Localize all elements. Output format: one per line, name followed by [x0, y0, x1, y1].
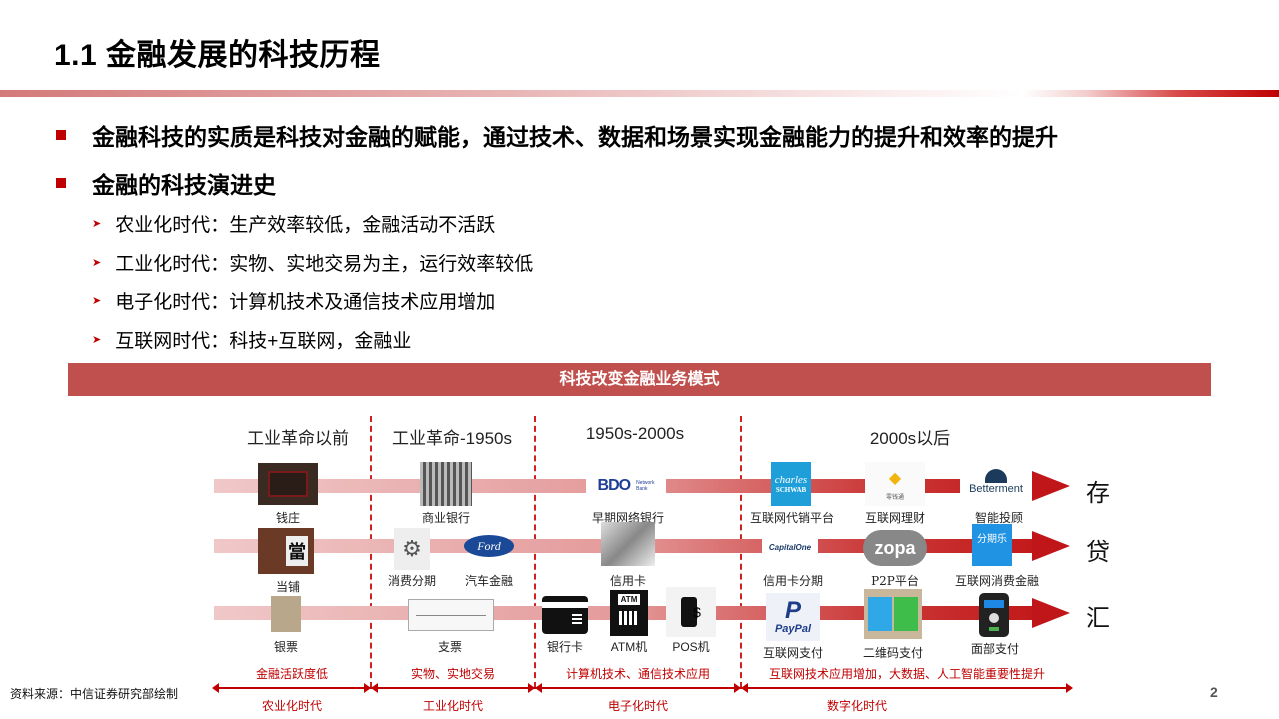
caption-qr-payment: 二维码支付: [862, 646, 923, 660]
commercial-bank-photo: [420, 462, 472, 506]
bank-card-icon: [542, 596, 588, 634]
zopa-logo: zopa: [863, 530, 927, 566]
title-divider: [0, 90, 1279, 97]
capital-one-logo: CapitalOne: [762, 538, 818, 556]
bullet-fintech-essence: 金融科技的实质是科技对金融的赋能，通过技术、数据和场景实现金融能力的提升和效率的…: [56, 118, 1058, 152]
diamond-icon: ◆: [888, 469, 902, 487]
arrow-left-icon: [371, 683, 378, 693]
characteristic-agricultural: 金融活跃度低: [255, 667, 328, 681]
arrow-right-icon: [734, 683, 741, 693]
square-bullet-icon: [56, 130, 66, 140]
arrow-right-icon: [1066, 683, 1073, 693]
arrow-bullet-icon: ➤: [92, 295, 102, 307]
period-after-2000s: 2000s以后: [869, 429, 951, 448]
sewing-machine-photo: ⚙: [394, 528, 430, 570]
row-label-loan: 贷: [1086, 539, 1110, 566]
bullet-text: 金融科技的实质是科技对金融的赋能，通过技术、数据和场景实现金融能力的提升和效率的…: [92, 124, 1058, 150]
silver-note-photo: [271, 596, 301, 632]
pawnshop-photo: 當: [258, 528, 314, 574]
caption-online-wealth-mgmt: 互联网理财: [864, 511, 925, 525]
page-number: 2: [1210, 684, 1218, 700]
period-industrial-1950s: 工业革命-1950s: [392, 429, 512, 448]
row-label-deposit: 存: [1086, 480, 1110, 507]
characteristic-digital: 互联网技术应用增加，大数据、人工智能重要性提升: [768, 667, 1045, 681]
caption-auto-finance: 汽车金融: [464, 574, 513, 588]
arrow-right-icon: [1032, 598, 1070, 628]
sub-bullet-internet: ➤ 互联网时代：科技+互联网，金融业: [92, 326, 411, 353]
arrow-right-icon: [528, 683, 535, 693]
caption-cheque: 支票: [437, 640, 462, 654]
arrow-left-icon: [212, 683, 219, 693]
qr-code-stand-photo: [864, 589, 922, 639]
caption-consumer-installment: 消费分期: [387, 574, 436, 588]
arrow-left-icon: [741, 683, 748, 693]
paypal-logo: P PayPal: [766, 593, 820, 641]
bullet-tech-history: 金融的科技演进史: [56, 166, 276, 200]
period-1950s-2000s: 1950s-2000s: [585, 424, 685, 443]
ford-logo: Ford: [464, 535, 514, 557]
arrow-right-icon: [1032, 471, 1070, 501]
caption-robo-advisor: 智能投顾: [974, 511, 1023, 525]
caption-pos: POS机: [672, 640, 710, 654]
arrow-right-icon: [1032, 531, 1070, 561]
caption-credit-card: 信用卡: [609, 574, 646, 588]
row-label-remittance: 汇: [1086, 605, 1110, 632]
characteristic-electronic: 计算机技术、通信技术应用: [565, 667, 710, 681]
square-bullet-icon: [56, 178, 66, 188]
page-title: 1.1 金融发展的科技历程: [54, 39, 381, 72]
sub-bullet-text: 农业化时代：生产效率较低，金融活动不活跃: [115, 215, 496, 236]
caption-online-payment: 互联网支付: [762, 646, 823, 660]
caption-credit-card-installment: 信用卡分期: [762, 574, 823, 588]
sub-bullet-agricultural: ➤ 农业化时代：生产效率较低，金融活动不活跃: [92, 210, 495, 237]
cheque-photo: [408, 599, 494, 631]
figure-banner: 科技改变金融业务模式: [68, 363, 1211, 396]
era-agricultural: 农业化时代: [261, 699, 322, 713]
arrow-bullet-icon: ➤: [92, 218, 102, 230]
era-electronic: 电子化时代: [607, 699, 668, 713]
caption-face-payment: 面部支付: [970, 642, 1019, 656]
sub-bullet-text: 互联网时代：科技+互联网，金融业: [115, 331, 412, 352]
caption-bank-card: 银行卡: [546, 640, 583, 654]
sub-bullet-electronic: ➤ 电子化时代：计算机技术及通信技术应用增加: [92, 287, 495, 314]
caption-commercial-bank: 商业银行: [421, 511, 470, 525]
era-digital: 数字化时代: [826, 699, 887, 713]
caption-silver-note: 银票: [273, 640, 298, 654]
bullet-text: 金融的科技演进史: [92, 172, 276, 198]
sub-bullet-text: 电子化时代：计算机技术及通信技术应用增加: [115, 292, 496, 313]
arrow-bullet-icon: ➤: [92, 334, 102, 346]
betterment-logo: Betterment: [960, 462, 1032, 502]
atm-icon: ATM: [610, 590, 648, 636]
caption-early-online-bank: 早期网络银行: [591, 511, 664, 525]
credit-card-photo: [601, 522, 655, 566]
sub-bullet-industrial: ➤ 工业化时代：实物、实地交易为主，运行效率较低: [92, 249, 533, 276]
characteristic-industrial: 实物、实地交易: [410, 667, 495, 681]
arrow-bullet-icon: ➤: [92, 257, 102, 269]
arrow-right-icon: [364, 683, 371, 693]
era-axis-line: [216, 687, 1068, 689]
caption-pawnshop: 当铺: [275, 580, 300, 594]
caption-p2p-platform: P2P平台: [871, 574, 919, 588]
gauge-icon: [985, 469, 1007, 483]
qianzhuang-photo: [258, 463, 318, 505]
lingqiantong-logo: ◆ 零钱通: [865, 462, 925, 506]
sub-bullet-text: 工业化时代：实物、实地交易为主，运行效率较低: [115, 254, 534, 275]
era-industrial: 工业化时代: [422, 699, 483, 713]
pos-terminal-icon: $: [666, 587, 716, 637]
face-payment-phone-icon: [979, 593, 1009, 637]
caption-atm: ATM机: [610, 640, 648, 654]
charles-schwab-logo: charles SCHWAB: [771, 462, 811, 506]
period-pre-industrial: 工业革命以前: [247, 429, 349, 448]
source-note: 资料来源：中信证券研究部绘制: [10, 687, 179, 701]
arrow-left-icon: [535, 683, 542, 693]
caption-qianzhuang: 钱庄: [275, 511, 300, 525]
caption-online-consumer-finance: 互联网消费金融: [954, 574, 1039, 588]
caption-online-distribution-platform: 互联网代销平台: [749, 511, 834, 525]
fenqile-logo: 分期乐: [972, 524, 1012, 566]
